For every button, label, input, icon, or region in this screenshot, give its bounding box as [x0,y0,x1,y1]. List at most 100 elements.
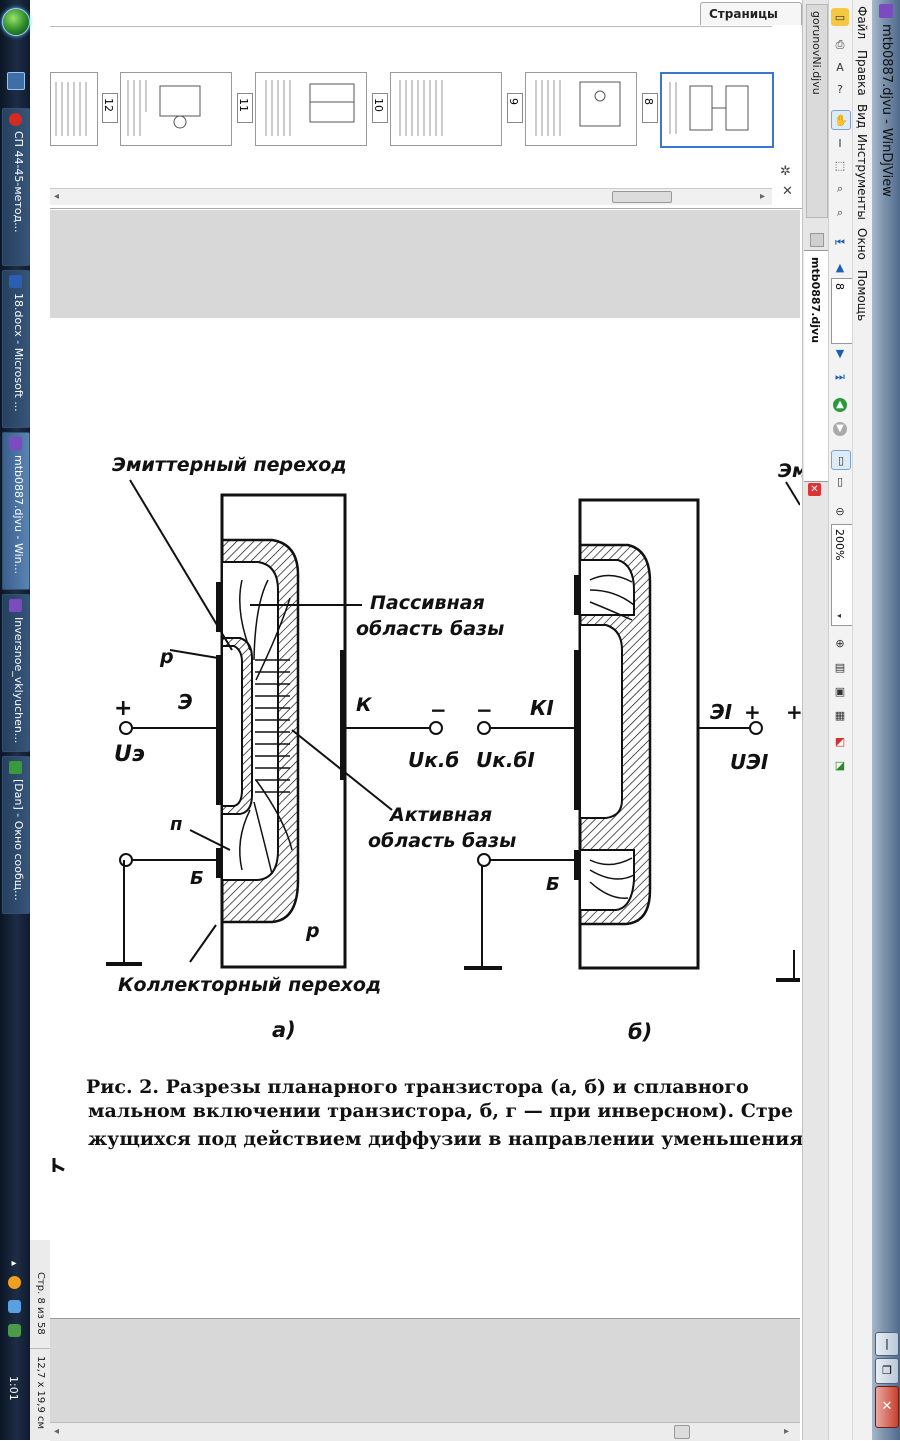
open-icon[interactable]: ▭ [831,8,849,26]
minimize-button[interactable]: | [875,1332,899,1356]
scroll-right-icon[interactable]: ▸ [784,1426,790,1437]
menu-file[interactable]: Файл [855,6,869,40]
forward-icon[interactable]: ▼ [833,422,847,436]
label-active-base: Активная [390,804,493,826]
tray-app-icon[interactable] [8,1276,21,1289]
taskbar-item-word[interactable]: 18.docx - Microsoft ... [2,270,30,428]
scrollbar-thumb[interactable] [674,1425,690,1439]
settings-icon[interactable]: ✲ [780,164,791,179]
fit-page-icon[interactable]: ▤ [834,660,846,674]
rect-select-icon[interactable]: ⬚ [834,158,846,172]
restore-button[interactable]: ❐ [875,1358,899,1384]
taskbar-item-chat[interactable]: [Dan] - Окно сообщ... [2,756,30,914]
tab-close-icon[interactable]: ✕ [808,483,821,496]
thumb-page-number: 8 [642,93,658,123]
chat-icon [9,761,22,774]
document-scrollbar[interactable]: ◂ ▸ [50,1422,800,1441]
tab-document-2-active[interactable]: mtb0887.djvu ✕ [804,250,829,496]
label-voltage-ue: Uэ [114,742,145,767]
tab-label: gorunovNi.djvu [810,11,823,95]
close-icon[interactable]: ✕ [782,184,793,199]
tab-document-1[interactable]: gorunovNi.djvu [806,4,828,247]
label-figure-a: а) [272,1018,296,1042]
label-collector-junction: Коллекторный переход [118,974,382,996]
thumb-page-number: 10 [372,93,388,123]
thumb-page-number: 9 [507,93,523,123]
tab-close-icon[interactable] [810,233,824,247]
title-bar[interactable]: mtb0887.djvu - WinDjView | ❐ ✕ [872,0,900,1440]
thumbnail-panel: Страницы ✲ ✕ 12 11 10 9 8 ◂ ▸ [50,0,802,209]
taskbar-item-opera[interactable]: СП 44-45-метод... [2,108,30,266]
scrollbar-thumb[interactable] [612,191,672,203]
status-page: Стр. 8 из 58 [35,1272,46,1335]
taskbar-item-djview-active[interactable]: mtb0887.djvu - Win... [2,432,30,590]
label-passive-base: Пассивная [370,592,485,614]
taskbar-item-djview-2[interactable]: Inversnoe_vklyuchen... [2,594,30,752]
next-page-icon[interactable]: ▼ [835,346,845,360]
tab-label: mtb0887.djvu [809,257,822,344]
help-icon[interactable]: ? [837,82,843,96]
label-active-base: область базы [368,830,517,852]
thumbnail-scrollbar[interactable]: ◂ ▸ [50,188,772,205]
actual-size-icon[interactable]: ▦ [834,708,846,722]
document-view[interactable]: ◂ ▸ [50,210,807,1441]
start-orb-icon[interactable] [2,8,30,36]
two-page-icon[interactable]: ▯ [836,474,844,488]
rotate-left-icon[interactable]: ◩ [834,734,846,748]
page-number-input[interactable]: 8 [831,278,853,344]
find-icon[interactable]: A [836,60,844,74]
page-thumbnail[interactable] [525,72,637,146]
zoom-select[interactable]: 200% ◂ [831,524,853,626]
taskbar-item-label: [Dan] - Окно сообщ... [12,779,25,901]
label-voltage-ukb: Uк.б [408,748,460,772]
volume-icon[interactable] [8,1324,21,1337]
zoom-in-icon[interactable]: ⊕ [835,636,845,650]
network-icon[interactable] [8,1300,21,1313]
zoom-out-icon[interactable]: ⊖ [835,504,845,518]
scroll-left-icon[interactable]: ◂ [54,191,60,202]
label-emitter-inverse: ЭI [710,700,733,724]
scroll-left-icon[interactable]: ◂ [54,1426,60,1437]
page-gap [50,1318,800,1440]
djview-icon [9,437,22,450]
prev-page-icon[interactable]: ▲ [835,260,845,274]
label-emitter: Э [178,690,193,714]
single-page-icon[interactable]: ▯ [831,450,851,470]
last-page-icon[interactable]: ⏭ [835,370,845,383]
label-plus: + [744,700,761,724]
menu-view[interactable]: Вид [855,104,869,129]
label-collector: К [356,694,372,716]
menu-edit[interactable]: Правка [855,50,869,96]
back-icon[interactable]: ▲ [833,398,847,412]
hand-tool-icon[interactable]: ✋ [831,110,851,130]
label-passive-base: область базы [356,618,505,640]
page-thumbnail-current[interactable] [660,72,774,148]
quick-launch-icon[interactable] [7,72,25,90]
menu-window[interactable]: Окно [855,228,869,260]
document-tabs: gorunovNi.djvu mtb0887.djvu ✕ [802,0,829,1440]
label-edge: Эм [778,460,808,482]
zoom-icon[interactable]: ⌕ [836,182,844,195]
page-thumbnail[interactable] [120,72,232,146]
toolbar: ▭ ⎙ A ? ✋ I ⬚ ⌕ ⌕ ⏮ ▲ 8 ▼ ⏭ ▲ ▼ ▯ ▯ ⊖ 20… [828,0,853,1440]
tab-pages[interactable]: Страницы [700,2,802,25]
menu-help[interactable]: Помощь [855,270,869,322]
opera-icon [9,113,22,126]
page-thumbnail[interactable] [390,72,502,146]
first-page-icon[interactable]: ⏮ [835,236,845,249]
chevron-down-icon[interactable]: ◂ [837,611,842,620]
window-title: mtb0887.djvu - WinDjView [879,24,894,197]
scroll-right-icon[interactable]: ▸ [760,191,766,202]
clock[interactable]: 1:01 [7,1376,20,1401]
tray-expand-icon[interactable]: ▸ [11,1258,17,1269]
rotate-right-icon[interactable]: ◪ [834,758,846,772]
fit-width-icon[interactable]: ▣ [834,684,846,698]
figure-caption-line: Рис. 2. Разрезы планарного транзистора (… [86,1076,749,1098]
print-icon[interactable]: ⎙ [835,38,845,51]
select-tool-icon[interactable]: I [838,136,842,150]
figure-caption-line: мальном включении транзистора, б, г — пр… [88,1100,794,1122]
close-window-button[interactable]: ✕ [875,1386,899,1428]
zoom-rect-icon[interactable]: ⌕ [836,206,844,219]
menu-tools[interactable]: Инструменты [855,134,869,220]
label-p-substrate: р [306,920,320,942]
